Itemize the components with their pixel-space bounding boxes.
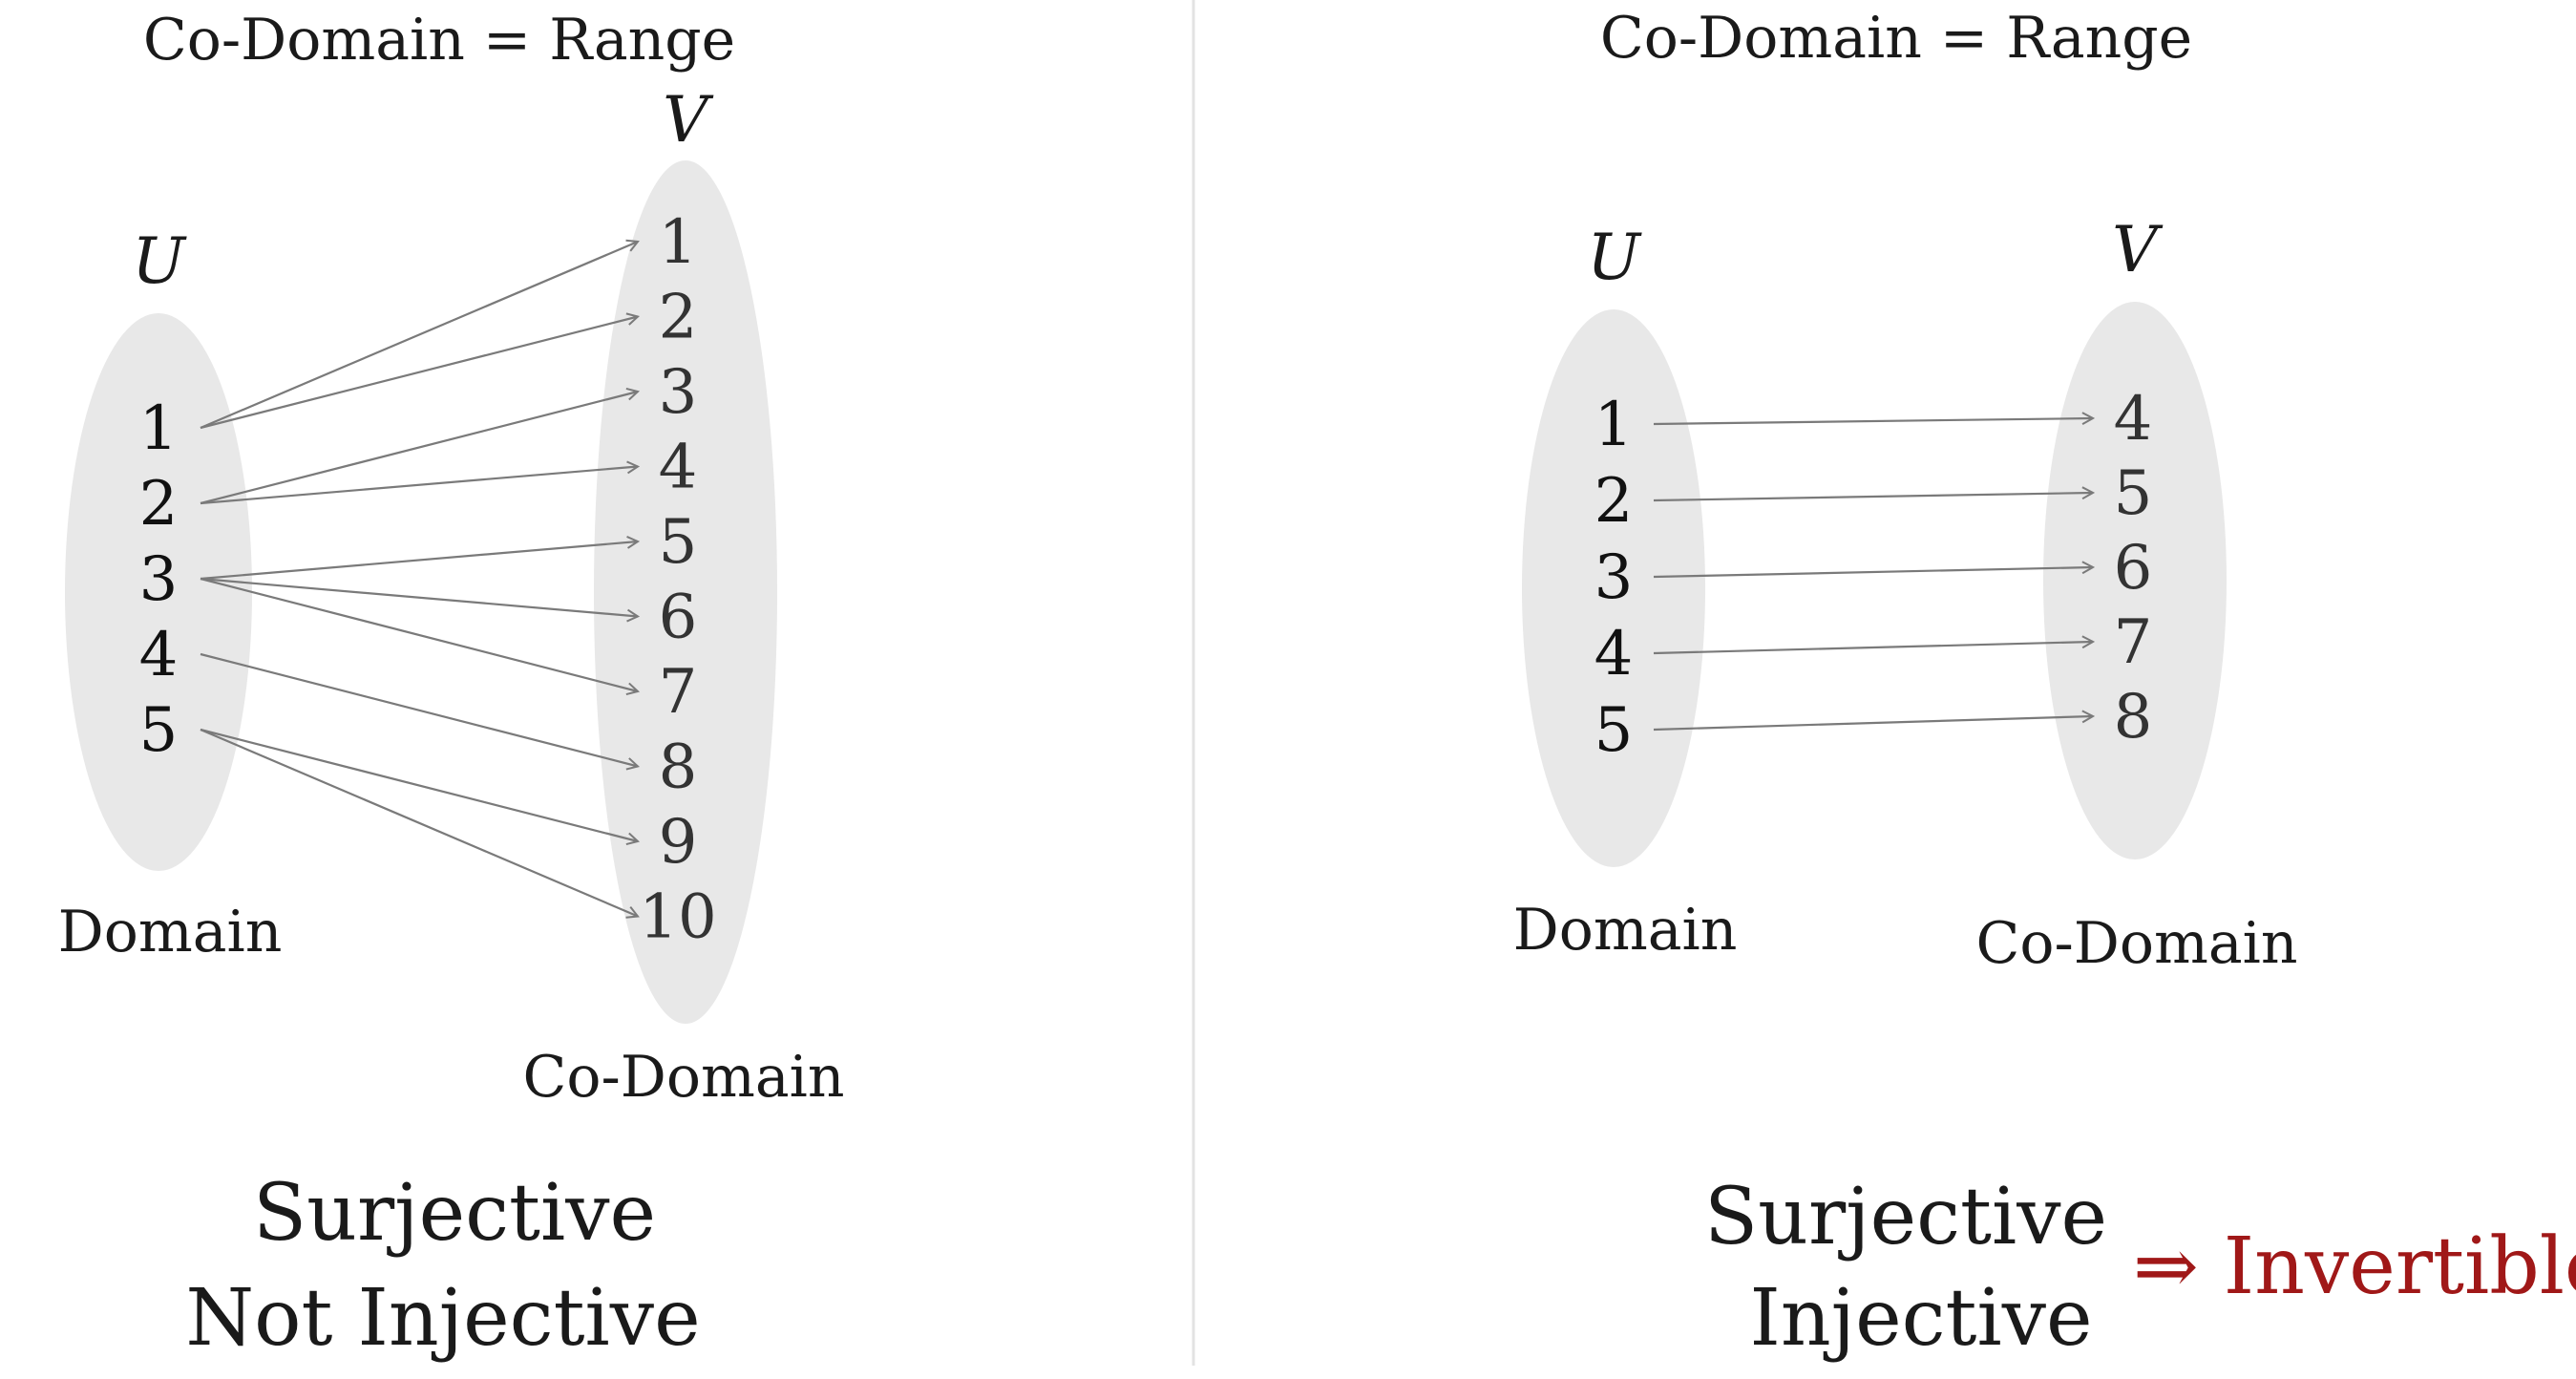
left-mapping-arrow: [200, 467, 638, 505]
right-codomain-set-name: V: [2112, 213, 2164, 286]
right-header: Co-Domain = Range: [1600, 5, 2192, 72]
left-codomain-set-name: V: [663, 83, 714, 157]
right-domain-set-name: U: [1587, 221, 1642, 294]
left-mapping-arrow: [200, 242, 638, 430]
left-codomain-element: 9: [659, 807, 698, 878]
left-codomain-element: 10: [639, 882, 716, 953]
left-mapping-arrow: [200, 392, 638, 505]
left-codomain-element: 8: [659, 732, 698, 803]
left-codomain-element: 4: [659, 433, 698, 503]
left-codomain-element: 3: [659, 357, 698, 428]
left-codomain-element: 7: [659, 657, 698, 728]
left-codomain-label: Co-Domain: [522, 1044, 844, 1111]
left-domain-element: 3: [139, 544, 179, 615]
right-domain-element: 3: [1594, 542, 1634, 613]
right-codomain-element: 7: [2114, 607, 2153, 678]
right-domain-label: Domain: [1513, 897, 1738, 964]
left-domain-element: 5: [139, 695, 179, 766]
left-verdict-line2: Not Injective: [185, 1273, 700, 1364]
left-mapping-arrow: [200, 541, 638, 581]
right-codomain-element: 8: [2114, 682, 2153, 753]
invertible-conclusion: ⇒ Invertible: [2133, 1221, 2576, 1312]
left-domain-element: 1: [139, 393, 179, 464]
left-domain-set-name: U: [132, 224, 187, 298]
right-domain-element: 2: [1594, 466, 1634, 537]
right-domain-element: 5: [1594, 695, 1634, 766]
left-mapping-arrow: [200, 577, 638, 617]
right-codomain-element: 4: [2114, 384, 2153, 455]
left-mapping-arrows: [200, 242, 638, 917]
right-codomain-label: Co-Domain: [1975, 910, 2297, 977]
left-codomain-element: 6: [659, 583, 698, 653]
right-mapping-arrow: [1653, 716, 2093, 732]
left-domain-label: Domain: [58, 899, 283, 965]
left-mapping-arrow: [200, 728, 638, 917]
right-mapping-arrows: [1653, 418, 2093, 732]
right-codomain-element: 6: [2114, 533, 2153, 604]
right-domain-ellipse: [1522, 309, 1705, 867]
left-mapping-arrow: [200, 577, 638, 691]
left-domain-element: 2: [139, 469, 179, 540]
right-verdict-line1: Surjective: [1704, 1172, 2107, 1262]
left-domain-element: 4: [139, 620, 179, 690]
right-mapping-arrow: [1653, 418, 2093, 426]
left-codomain-element: 5: [659, 507, 698, 578]
left-header: Co-Domain = Range: [143, 7, 735, 74]
right-verdict-line2: Injective: [1749, 1273, 2092, 1364]
right-domain-element: 4: [1594, 619, 1634, 690]
right-domain-element: 1: [1594, 390, 1634, 460]
right-codomain-element: 5: [2114, 458, 2153, 529]
right-mapping-arrow: [1653, 493, 2093, 502]
left-codomain-ellipse: [594, 160, 777, 1024]
right-mapping-arrow: [1653, 642, 2093, 655]
left-codomain-element: 1: [659, 207, 698, 278]
right-mapping-arrow: [1653, 567, 2093, 579]
left-mapping-arrow: [200, 317, 638, 430]
left-verdict-line1: Surjective: [253, 1168, 656, 1259]
left-mapping-arrow: [200, 652, 638, 767]
left-mapping-arrow: [200, 728, 638, 841]
left-codomain-element: 2: [659, 283, 698, 353]
